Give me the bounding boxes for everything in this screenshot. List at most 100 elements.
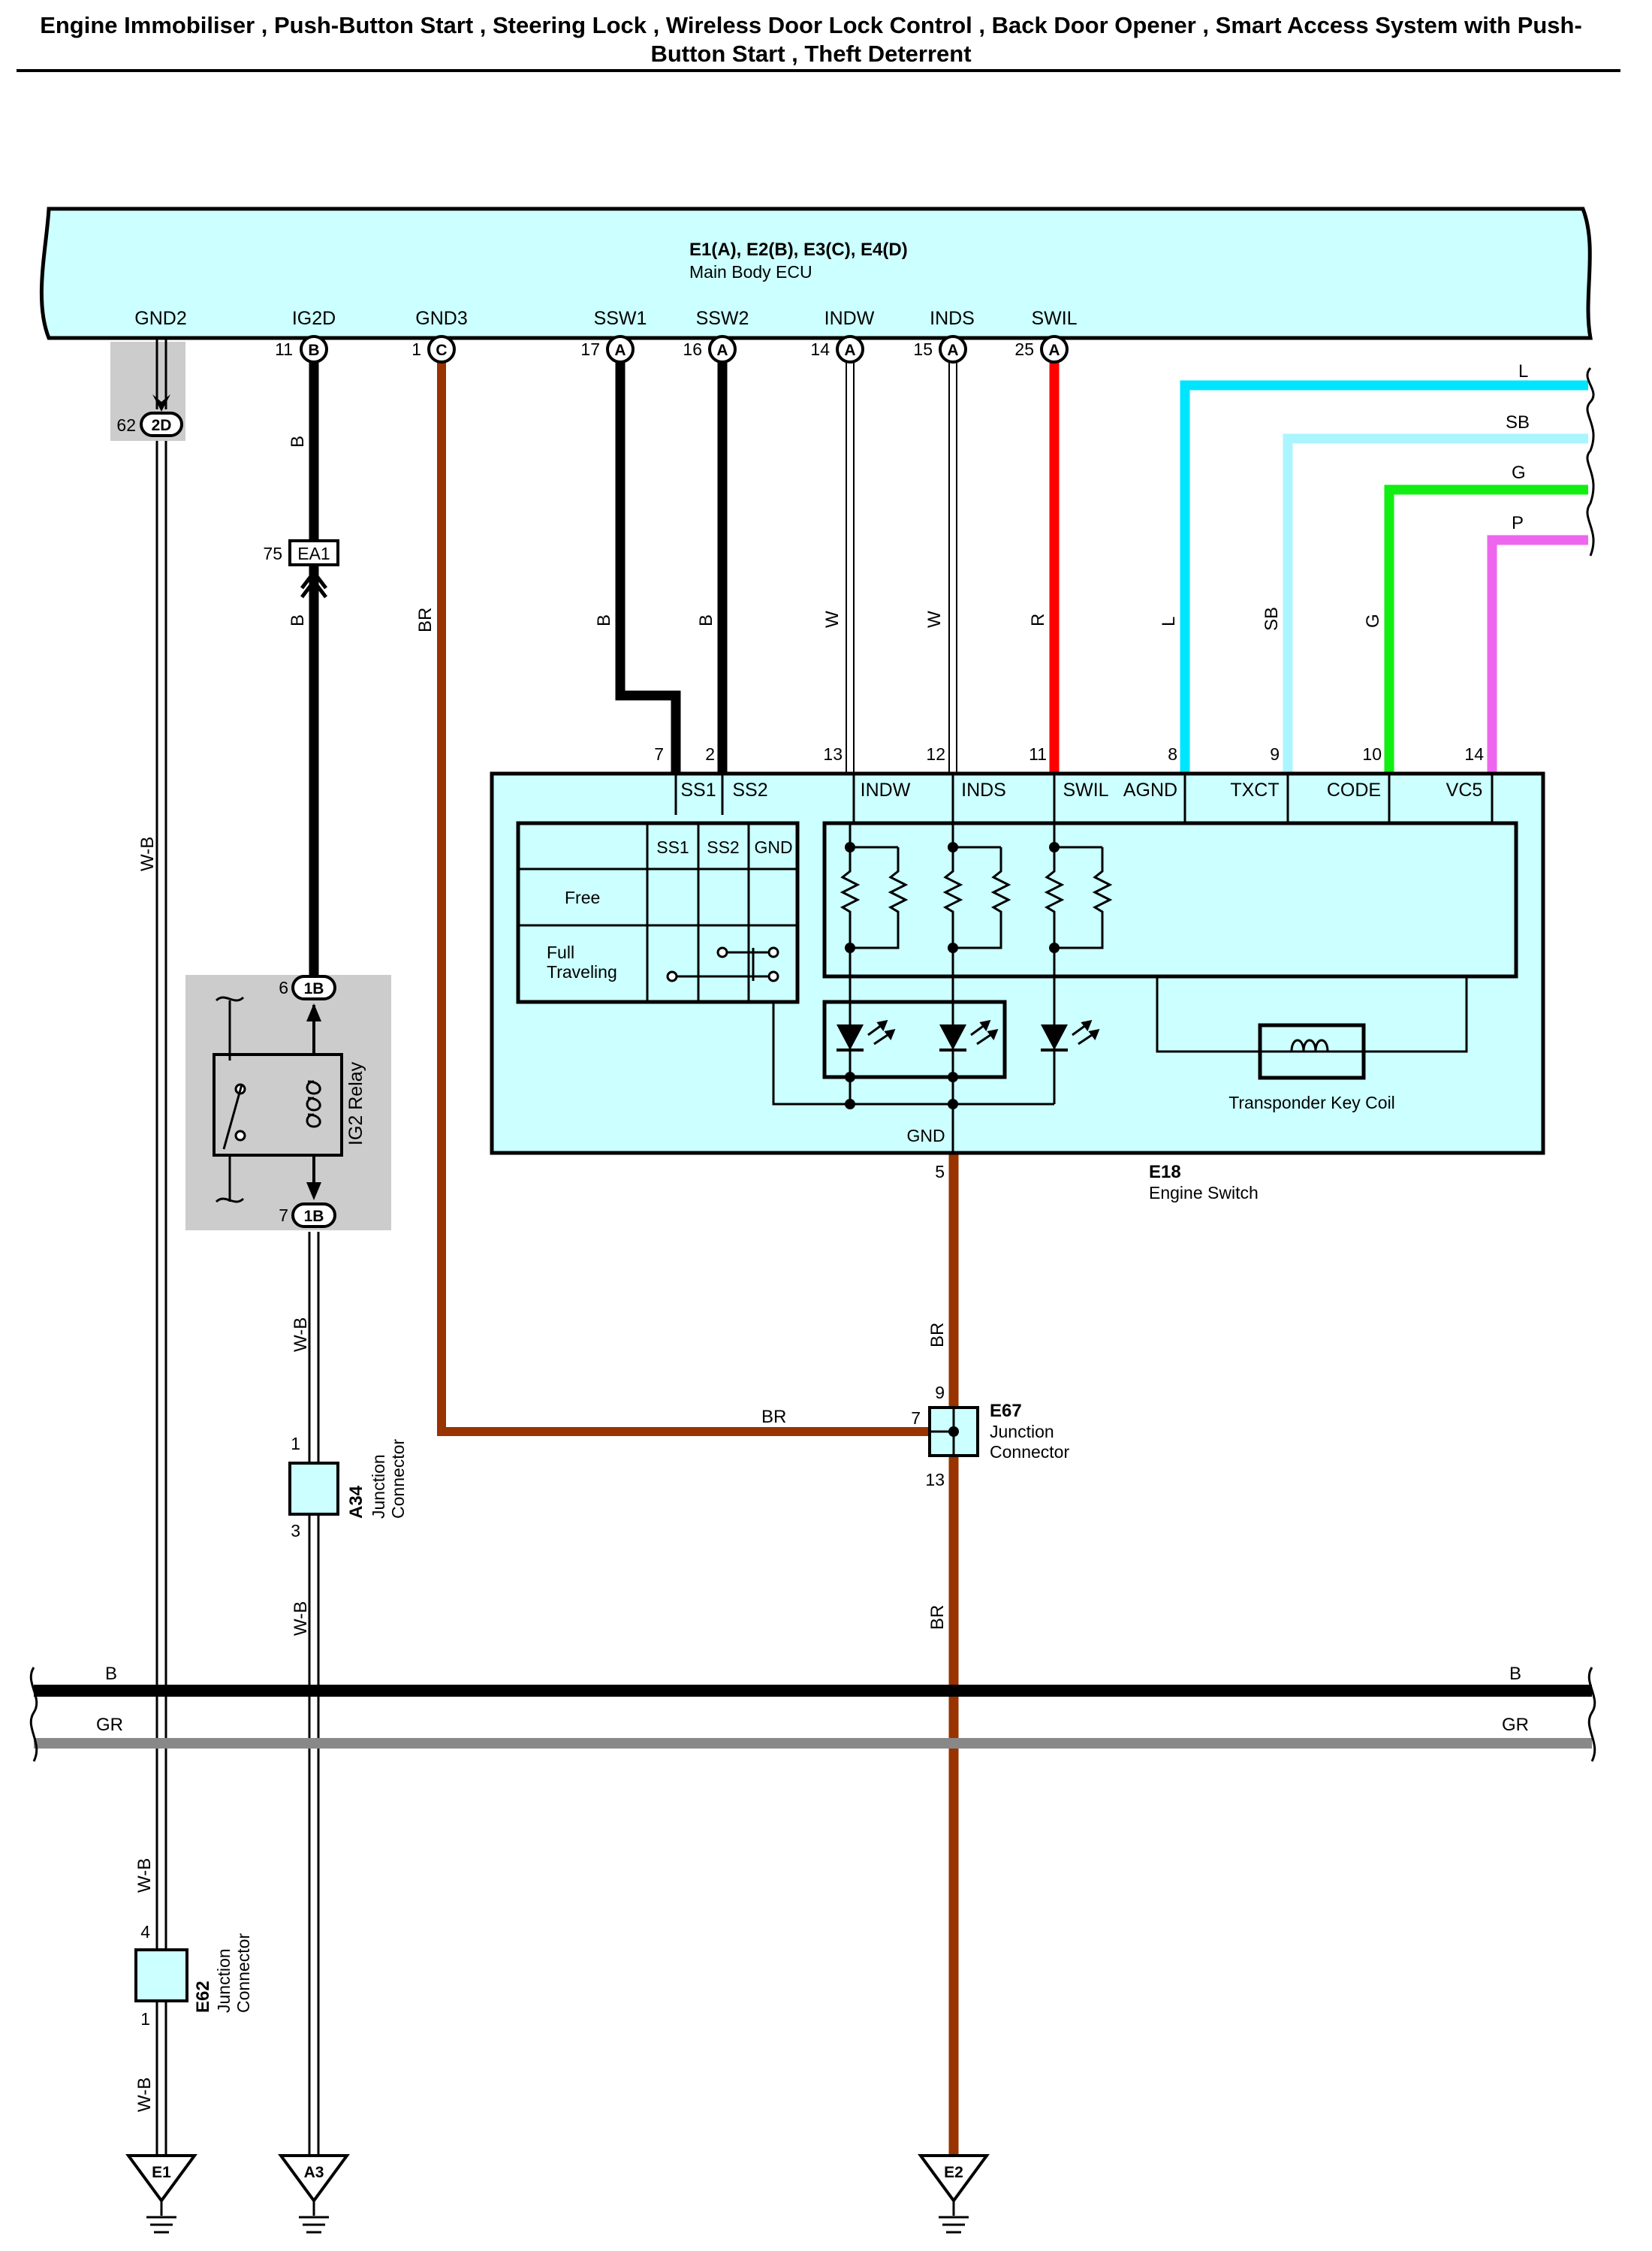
ecu-terminal-indw: INDW	[824, 308, 875, 329]
e18-name: Engine Switch	[1149, 1183, 1259, 1202]
label-e67-out: BR	[927, 1605, 948, 1630]
ecu-terminal-ssw1: SSW1	[594, 308, 647, 329]
bus-gr-label-left: GR	[96, 1715, 123, 1735]
svg-text:62: 62	[116, 415, 136, 435]
ecu-terminal-gnd3: GND3	[415, 308, 467, 329]
svg-text:2: 2	[705, 744, 715, 764]
svg-text:Free: Free	[565, 888, 600, 907]
label-swil: R	[1028, 614, 1048, 626]
svg-text:1: 1	[140, 2009, 150, 2029]
svg-text:Connector: Connector	[234, 1933, 253, 2013]
svg-text:14: 14	[810, 339, 830, 359]
label-ssw2: B	[696, 614, 716, 626]
wire-inds	[948, 347, 957, 774]
svg-text:IG2 Relay: IG2 Relay	[345, 1061, 366, 1145]
svg-text:11: 11	[1029, 744, 1047, 764]
wire-indw	[846, 347, 855, 774]
svg-text:7: 7	[654, 744, 664, 764]
bus-gr-label-right: GR	[1502, 1715, 1529, 1735]
ground-e1: E1	[125, 2154, 197, 2234]
label-e62-out: W-B	[134, 2077, 155, 2112]
bus-b-label-right: B	[1509, 1664, 1521, 1684]
ecu-terminal-ssw2: SSW2	[696, 308, 749, 329]
svg-text:9: 9	[935, 1383, 945, 1402]
ecu-pin-ig2d: 11 B	[275, 335, 328, 364]
bus-break-marks	[29, 1667, 1596, 1762]
svg-text:AGND: AGND	[1123, 780, 1177, 801]
label-gnd3: BR	[415, 608, 436, 632]
svg-text:6: 6	[279, 978, 288, 997]
ground-a3: A3	[278, 2154, 350, 2234]
svg-text:13: 13	[823, 744, 843, 764]
svg-text:1: 1	[291, 1434, 300, 1453]
svg-text:SS2: SS2	[732, 780, 767, 801]
label-code: G	[1363, 614, 1383, 628]
e18-code: E18	[1149, 1162, 1181, 1182]
svg-text:9: 9	[1270, 744, 1280, 764]
ecu-terminal-swil: SWIL	[1031, 308, 1077, 329]
label-e67-gnd3: BR	[761, 1407, 786, 1427]
svg-text:15: 15	[913, 339, 933, 359]
svg-text:B: B	[308, 342, 319, 359]
svg-text:A: A	[614, 342, 626, 359]
label-txct: SB	[1262, 607, 1282, 631]
right-wire-l: L	[1518, 361, 1528, 382]
ecu-pin-gnd3: 1 C	[411, 335, 456, 364]
ground-e2: E2	[918, 2154, 990, 2234]
bus-b-label-left: B	[105, 1664, 117, 1684]
label-agnd: L	[1159, 617, 1179, 626]
wire-gnd2	[155, 338, 167, 2156]
svg-text:E2: E2	[944, 2164, 963, 2181]
svg-text:1B: 1B	[304, 1208, 324, 1225]
svg-text:25: 25	[1014, 339, 1034, 359]
svg-text:3: 3	[291, 1521, 300, 1540]
wire-txct	[1283, 433, 1588, 774]
svg-text:Junction: Junction	[214, 1948, 234, 2013]
ig2-relay: 1B 6 IG2 Relay 1B 7	[185, 975, 391, 1230]
svg-text:Transponder Key Coil: Transponder Key Coil	[1228, 1093, 1395, 1112]
ecu-name-label: Main Body ECU	[689, 262, 812, 282]
e67-junction-connector: 9 7 13 E67 Junction Connector	[911, 1383, 1069, 1489]
main-body-ecu-block	[39, 207, 1593, 340]
gnd2-splice: 2D 62	[110, 342, 185, 441]
svg-text:INDW: INDW	[861, 780, 911, 801]
svg-text:E62: E62	[193, 1981, 213, 2013]
svg-text:Junction: Junction	[369, 1454, 388, 1519]
svg-text:14: 14	[1464, 744, 1484, 764]
label-e67-in: BR	[927, 1323, 948, 1347]
svg-text:2D: 2D	[152, 417, 172, 434]
svg-text:SS1: SS1	[656, 837, 689, 857]
diagram-title-line1: Engine Immobiliser , Push-Button Start ,…	[40, 12, 1582, 38]
svg-text:Connector: Connector	[990, 1442, 1069, 1462]
svg-text:E1: E1	[152, 2164, 171, 2181]
svg-text:SWIL: SWIL	[1063, 780, 1108, 801]
svg-text:GND: GND	[906, 1126, 945, 1145]
svg-text:Full: Full	[547, 943, 574, 962]
svg-text:8: 8	[1168, 744, 1177, 764]
wire-gnd3	[437, 347, 954, 1436]
svg-text:VC5: VC5	[1446, 780, 1483, 801]
right-wire-breaks	[1586, 367, 1595, 557]
e18-pin-5: 5	[935, 1162, 945, 1181]
svg-text:7: 7	[279, 1205, 288, 1225]
svg-text:16: 16	[683, 339, 702, 359]
svg-text:A: A	[947, 342, 958, 359]
right-wire-g: G	[1512, 463, 1526, 483]
e62-junction-connector: 4 1 E62 Junction Connector	[134, 1922, 253, 2029]
wire-agnd	[1180, 380, 1588, 774]
label-ig2d-upper: B	[288, 436, 308, 448]
svg-text:1: 1	[411, 339, 421, 359]
ecu-pin-indw: 14 A	[810, 335, 864, 364]
svg-text:11: 11	[275, 339, 293, 359]
svg-text:CODE: CODE	[1327, 780, 1381, 801]
svg-text:4: 4	[140, 1922, 150, 1942]
svg-text:10: 10	[1362, 744, 1382, 764]
svg-text:E67: E67	[990, 1401, 1022, 1421]
svg-text:SS2: SS2	[707, 837, 739, 857]
svg-text:Connector: Connector	[388, 1439, 408, 1519]
ecu-terminal-gnd2: GND2	[134, 308, 186, 329]
wire-code	[1384, 484, 1588, 774]
label-gnd2-upper: W-B	[137, 837, 158, 871]
ecu-pin-inds: 15 A	[913, 335, 967, 364]
